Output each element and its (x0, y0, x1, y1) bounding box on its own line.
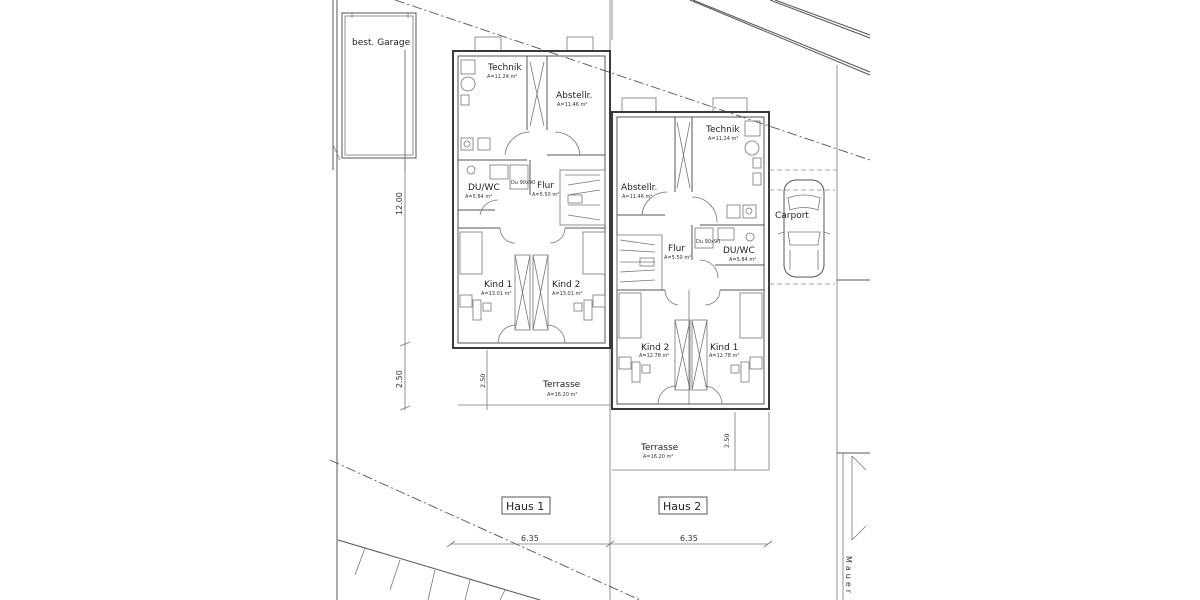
site-lines (329, 0, 871, 600)
h1-kind2-area: A=13.01 m² (552, 291, 582, 297)
house-2-labels: Technik A=11.24 m² Abstellr. A=11.46 m² … (621, 125, 756, 460)
h1-flur-label: Flur (537, 181, 554, 191)
house-2-plan: 2.50 (611, 97, 770, 471)
h1-flur-area: A=5.50 m² (532, 192, 559, 198)
carport: Carport (769, 169, 870, 285)
dimension-depth-main: 12.00 (395, 192, 404, 215)
house-1-labels: Technik A=11.24 m² Abstellr. A=11.46 m² … (465, 63, 592, 398)
dimension-width-h2: 6.35 (680, 534, 698, 543)
dimension-left: 12.00 2.50 (395, 50, 411, 411)
h2-technik-label: Technik (705, 125, 740, 135)
h1-shower-label: Du 90x90 (511, 180, 535, 186)
h1-duwc-area: A=5.84 m² (465, 194, 492, 200)
h1-kind1-label: Kind 1 (484, 280, 512, 290)
dimension-bottom: 6.35 6.35 (446, 534, 773, 548)
h2-flur-area: A=5.50 m² (664, 255, 691, 261)
h1-abstell-label: Abstellr. (556, 91, 592, 101)
h1-kind1-area: A=13.01 m² (481, 291, 511, 297)
dimension-depth-terrace: 2.50 (395, 370, 404, 388)
h1-kind2-label: Kind 2 (552, 280, 580, 290)
mauer-label: Mauer (844, 556, 853, 596)
h1-abstell-area: A=11.46 m² (557, 102, 587, 108)
dimension-terrace-h1: 2.50 (479, 374, 487, 388)
h2-kind2-area: A=12.78 m² (639, 353, 669, 359)
right-wall: Mauer (837, 452, 870, 600)
h2-terrasse-label: Terrasse (640, 443, 679, 453)
h2-terrasse-area: A=16.20 m² (643, 454, 673, 460)
dimension-width-h1: 6.35 (521, 534, 539, 543)
h1-technik-label: Technik (487, 63, 522, 73)
garage-label: best. Garage (352, 38, 411, 48)
h2-kind1-label: Kind 1 (710, 343, 738, 353)
h2-duwc-label: DU/WC (723, 246, 755, 256)
h2-kind2-label: Kind 2 (641, 343, 669, 353)
house-1-name: Haus 1 (506, 500, 544, 513)
h2-duwc-area: A=5.84 m² (729, 257, 756, 263)
h1-terrasse-area: A=16.20 m² (547, 392, 577, 398)
h1-technik-area: A=11.24 m² (487, 74, 517, 80)
h2-abstell-area: A=11.46 m² (622, 194, 652, 200)
carport-label: Carport (775, 211, 809, 221)
house-1-plan: 2.50 (452, 36, 611, 410)
h1-duwc-label: DU/WC (468, 183, 500, 193)
h2-abstell-label: Abstellr. (621, 183, 657, 193)
h2-technik-area: A=11.24 m² (708, 136, 738, 142)
h2-flur-label: Flur (668, 244, 685, 254)
dimension-terrace-h2: 2.50 (723, 434, 731, 448)
house-2-name: Haus 2 (663, 500, 701, 513)
car-icon (777, 179, 831, 278)
h1-terrasse-label: Terrasse (542, 380, 581, 390)
house-name-labels: Haus 1 Haus 2 (501, 496, 708, 515)
h2-shower-label: Du 90x90 (696, 239, 720, 245)
h2-kind1-area: A=12.78 m² (709, 353, 739, 359)
